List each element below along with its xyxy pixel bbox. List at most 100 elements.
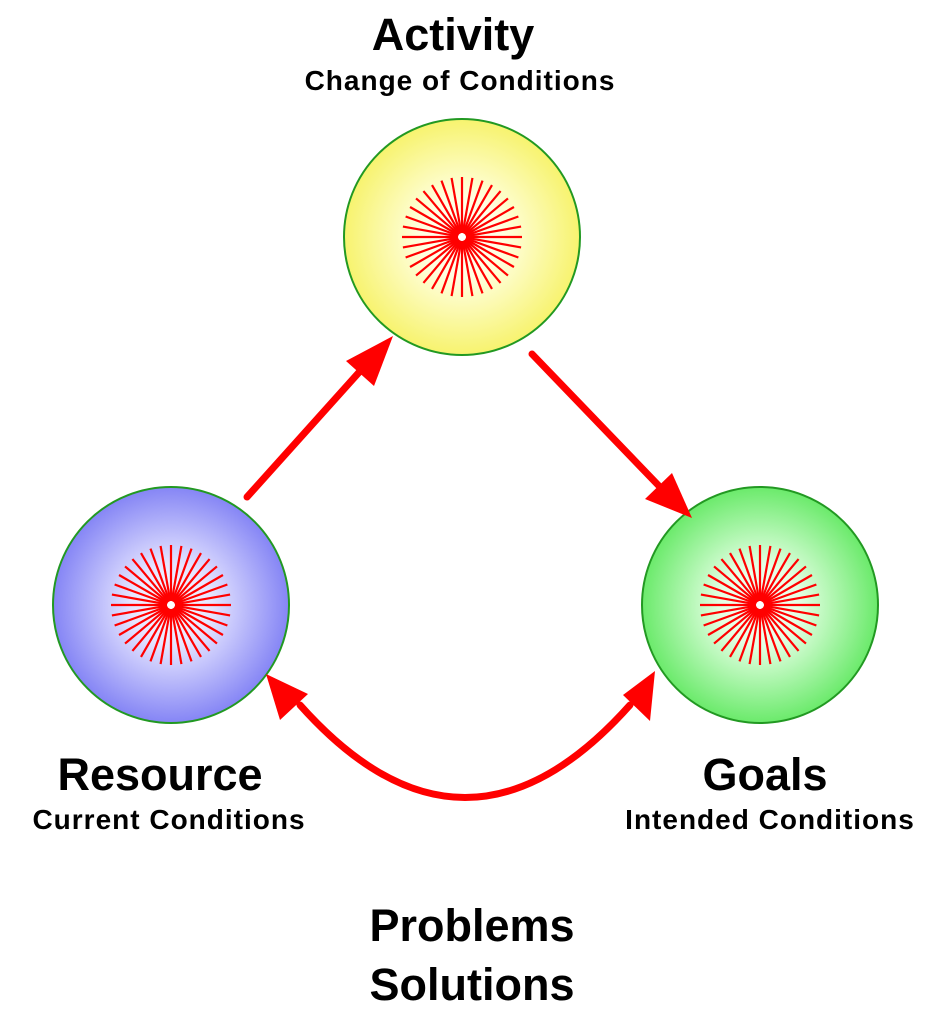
burst-ray bbox=[464, 206, 515, 236]
goals-starburst-icon bbox=[700, 545, 820, 665]
burst-ray bbox=[700, 604, 757, 617]
burst-ray bbox=[762, 606, 807, 645]
burst-ray bbox=[174, 593, 231, 606]
burst-ray bbox=[172, 558, 211, 603]
burst-ray bbox=[761, 552, 791, 603]
burst-ray bbox=[415, 197, 460, 236]
burst-ray bbox=[763, 593, 820, 606]
burst-ray bbox=[465, 225, 522, 238]
resource-starburst-icon bbox=[111, 545, 231, 665]
burst-ray bbox=[431, 239, 461, 290]
burst-ray bbox=[464, 238, 509, 277]
burst-ray bbox=[465, 215, 519, 237]
burst-ray bbox=[464, 238, 515, 268]
burst-ray bbox=[760, 608, 782, 662]
burst-ray bbox=[748, 545, 761, 602]
burst-ray bbox=[402, 225, 459, 238]
goals-subtitle: Intended Conditions bbox=[625, 804, 915, 835]
burst-ray bbox=[450, 177, 463, 234]
burst-ray bbox=[703, 583, 757, 605]
burst-ray bbox=[173, 574, 224, 604]
burst-ray bbox=[149, 548, 171, 602]
burst-ray bbox=[124, 565, 169, 604]
burst-ray bbox=[171, 548, 193, 602]
burst-ray bbox=[761, 607, 800, 652]
burst-ray bbox=[173, 606, 224, 636]
burst-ray bbox=[463, 190, 502, 235]
burst-ray bbox=[140, 552, 170, 603]
burst-ray bbox=[118, 606, 169, 636]
burst-ray bbox=[405, 215, 459, 237]
burst-ray bbox=[440, 240, 462, 294]
burst-ray bbox=[173, 565, 218, 604]
burst-ray bbox=[720, 558, 759, 603]
burst-ray bbox=[762, 565, 807, 604]
burst-ray bbox=[759, 545, 772, 602]
burst-ray bbox=[465, 236, 522, 249]
burst-ray bbox=[149, 608, 171, 662]
burst-ray bbox=[760, 548, 782, 602]
burst-ray bbox=[762, 606, 813, 636]
burst-ray bbox=[713, 565, 758, 604]
burst-ray bbox=[114, 605, 168, 627]
burst-ray bbox=[114, 583, 168, 605]
activity-starburst-icon bbox=[402, 177, 522, 297]
burst-ray bbox=[700, 593, 757, 606]
resource-title: Resource bbox=[57, 749, 263, 800]
burst-ray bbox=[402, 236, 459, 249]
burst-ray bbox=[763, 583, 817, 605]
burst-ray bbox=[159, 545, 172, 602]
burst-ray bbox=[118, 574, 169, 604]
problems-label: Problems bbox=[369, 900, 575, 951]
burst-ray bbox=[173, 606, 218, 645]
burst-ray bbox=[140, 607, 170, 658]
burst-ray bbox=[707, 606, 758, 636]
arrow-resource-goals-double bbox=[266, 671, 655, 801]
burst-ray bbox=[422, 190, 461, 235]
burst-ray bbox=[131, 558, 170, 603]
burst-ray bbox=[431, 184, 461, 235]
burst-ray bbox=[415, 238, 460, 277]
burst-ray bbox=[703, 605, 757, 627]
burst-ray bbox=[174, 583, 228, 605]
burst-ray bbox=[409, 238, 460, 268]
burst-ray bbox=[761, 558, 800, 603]
burst-ray bbox=[465, 237, 519, 259]
goals-title: Goals bbox=[702, 749, 828, 800]
burst-ray bbox=[763, 605, 817, 627]
burst-ray bbox=[713, 606, 758, 645]
solutions-label: Solutions bbox=[369, 959, 575, 1010]
burst-ray bbox=[738, 608, 760, 662]
burst-ray bbox=[729, 552, 759, 603]
activity-title: Activity bbox=[371, 9, 535, 60]
arrow-resource-to-activity bbox=[243, 336, 393, 501]
burst-ray bbox=[462, 180, 484, 234]
burst-center-dot bbox=[459, 234, 465, 240]
burst-ray bbox=[462, 240, 484, 294]
burst-ray bbox=[111, 604, 168, 617]
burst-ray bbox=[707, 574, 758, 604]
burst-ray bbox=[461, 240, 474, 297]
burst-ray bbox=[461, 177, 474, 234]
burst-ray bbox=[738, 548, 760, 602]
burst-ray bbox=[111, 593, 168, 606]
burst-center-dot bbox=[757, 602, 763, 608]
arrow-activity-to-goals bbox=[528, 350, 692, 518]
burst-ray bbox=[409, 206, 460, 236]
burst-ray bbox=[131, 607, 170, 652]
burst-ray bbox=[761, 607, 791, 658]
burst-ray bbox=[170, 545, 183, 602]
burst-ray bbox=[440, 180, 462, 234]
burst-ray bbox=[171, 608, 193, 662]
burst-ray bbox=[463, 184, 493, 235]
burst-ray bbox=[763, 604, 820, 617]
burst-ray bbox=[759, 608, 772, 665]
burst-ray bbox=[422, 239, 461, 284]
burst-ray bbox=[172, 552, 202, 603]
burst-ray bbox=[762, 574, 813, 604]
burst-ray bbox=[170, 608, 183, 665]
burst-ray bbox=[450, 240, 463, 297]
burst-ray bbox=[405, 237, 459, 259]
burst-ray bbox=[720, 607, 759, 652]
